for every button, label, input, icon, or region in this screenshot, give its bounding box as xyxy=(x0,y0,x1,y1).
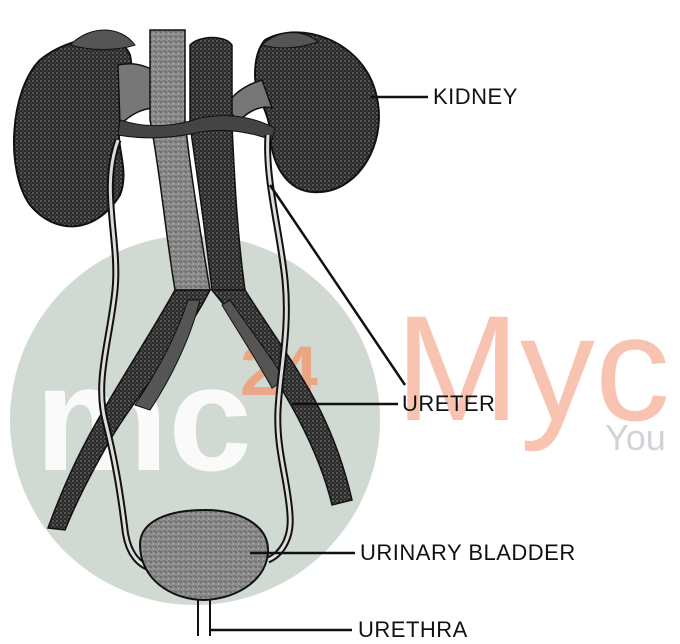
kidney-label: KIDNEY xyxy=(433,84,518,110)
ureter-label: URETER xyxy=(402,391,495,417)
left-adrenal xyxy=(70,30,135,50)
urinary-bladder-label: URINARY BLADDER xyxy=(360,540,576,566)
right-kidney xyxy=(255,32,379,192)
urethra xyxy=(198,600,210,636)
urethra-label: URETHRA xyxy=(358,617,468,643)
watermark-tagline: You xyxy=(605,417,666,458)
